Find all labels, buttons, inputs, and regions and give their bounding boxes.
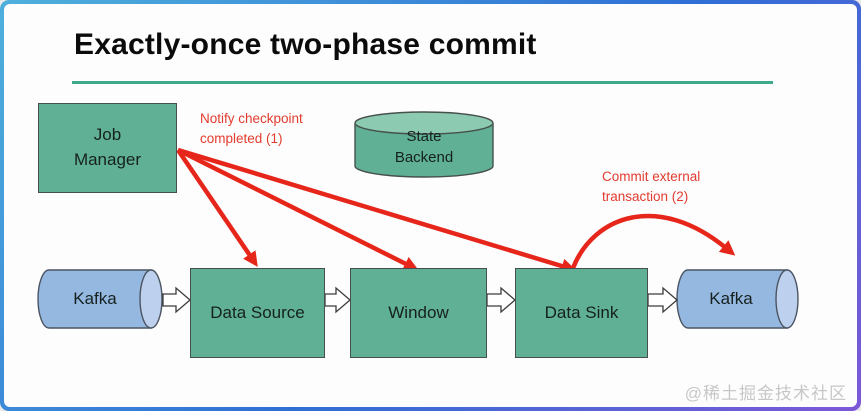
window-label: Window bbox=[388, 302, 449, 322]
slide-canvas: Exactly-once two-phase commit Job Manage… bbox=[4, 4, 857, 407]
title-underline bbox=[72, 81, 773, 84]
data-sink-label: Data Sink bbox=[544, 302, 619, 322]
notify-checkpoint-annotation: Notify checkpoint completed (1) bbox=[200, 111, 303, 146]
kafka-out-cylinder bbox=[676, 269, 799, 329]
node-data-source: Data Source bbox=[190, 268, 325, 358]
notify-arrow-to-window bbox=[176, 147, 419, 271]
slide-title: Exactly-once two-phase commit bbox=[74, 28, 537, 61]
job-manager-label: Job Manager bbox=[73, 125, 142, 169]
flow-arrow-window-to-sink bbox=[486, 286, 516, 314]
data-source-label: Data Source bbox=[210, 302, 305, 322]
diagram-shapes-layer bbox=[37, 111, 799, 329]
flow-arrow-kafka-to-source bbox=[162, 286, 191, 314]
watermark: @稀土掘金技术社区 bbox=[684, 384, 847, 403]
commit-transaction-annotation: Commit external transaction (2) bbox=[602, 169, 701, 204]
flow-arrow-sink-to-kafka bbox=[647, 286, 678, 314]
commit-arrow-sink-to-kafka bbox=[570, 213, 736, 269]
node-data-sink: Data Sink bbox=[515, 268, 648, 358]
state-backend-cylinder bbox=[354, 111, 494, 178]
node-job-manager: Job Manager bbox=[38, 103, 177, 193]
notify-arrow-to-data-sink bbox=[177, 147, 577, 274]
kafka-in-cylinder bbox=[37, 269, 163, 329]
node-window: Window bbox=[350, 268, 487, 358]
flow-arrow-source-to-window bbox=[324, 286, 351, 314]
notify-arrow-to-data-source bbox=[176, 148, 258, 267]
